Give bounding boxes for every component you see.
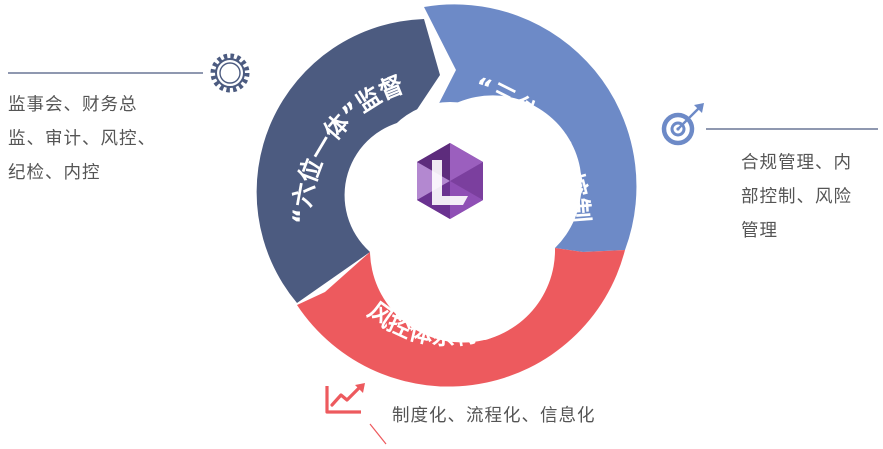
right-callout-line: 部控制、风险 bbox=[741, 187, 852, 207]
right-callout-line: 管理 bbox=[741, 221, 778, 241]
left-callout-line: 监事会、财务总 bbox=[8, 95, 138, 115]
left-callout-text: 监事会、财务总 监、审计、风控、 纪检、内控 bbox=[8, 88, 156, 190]
right-callout-text: 合规管理、内 部控制、风险 管理 bbox=[741, 146, 852, 248]
segment-right bbox=[424, 4, 637, 252]
bottom-pointer-line bbox=[369, 423, 387, 445]
gear-icon bbox=[210, 53, 250, 93]
left-callout-line: 监、审计、风控、 bbox=[8, 129, 156, 149]
segment-left bbox=[256, 19, 440, 303]
bottom-callout-label: 制度化、流程化、信息化 bbox=[392, 406, 596, 426]
bottom-callout-text: 制度化、流程化、信息化 bbox=[392, 399, 596, 433]
target-icon bbox=[661, 103, 704, 146]
left-callout-line: 纪检、内控 bbox=[8, 163, 101, 183]
right-callout-line: 合规管理、内 bbox=[741, 153, 852, 173]
hexagon-logo-icon bbox=[417, 143, 483, 219]
trend-chart-icon bbox=[325, 383, 365, 414]
segment-bottom bbox=[297, 248, 625, 387]
